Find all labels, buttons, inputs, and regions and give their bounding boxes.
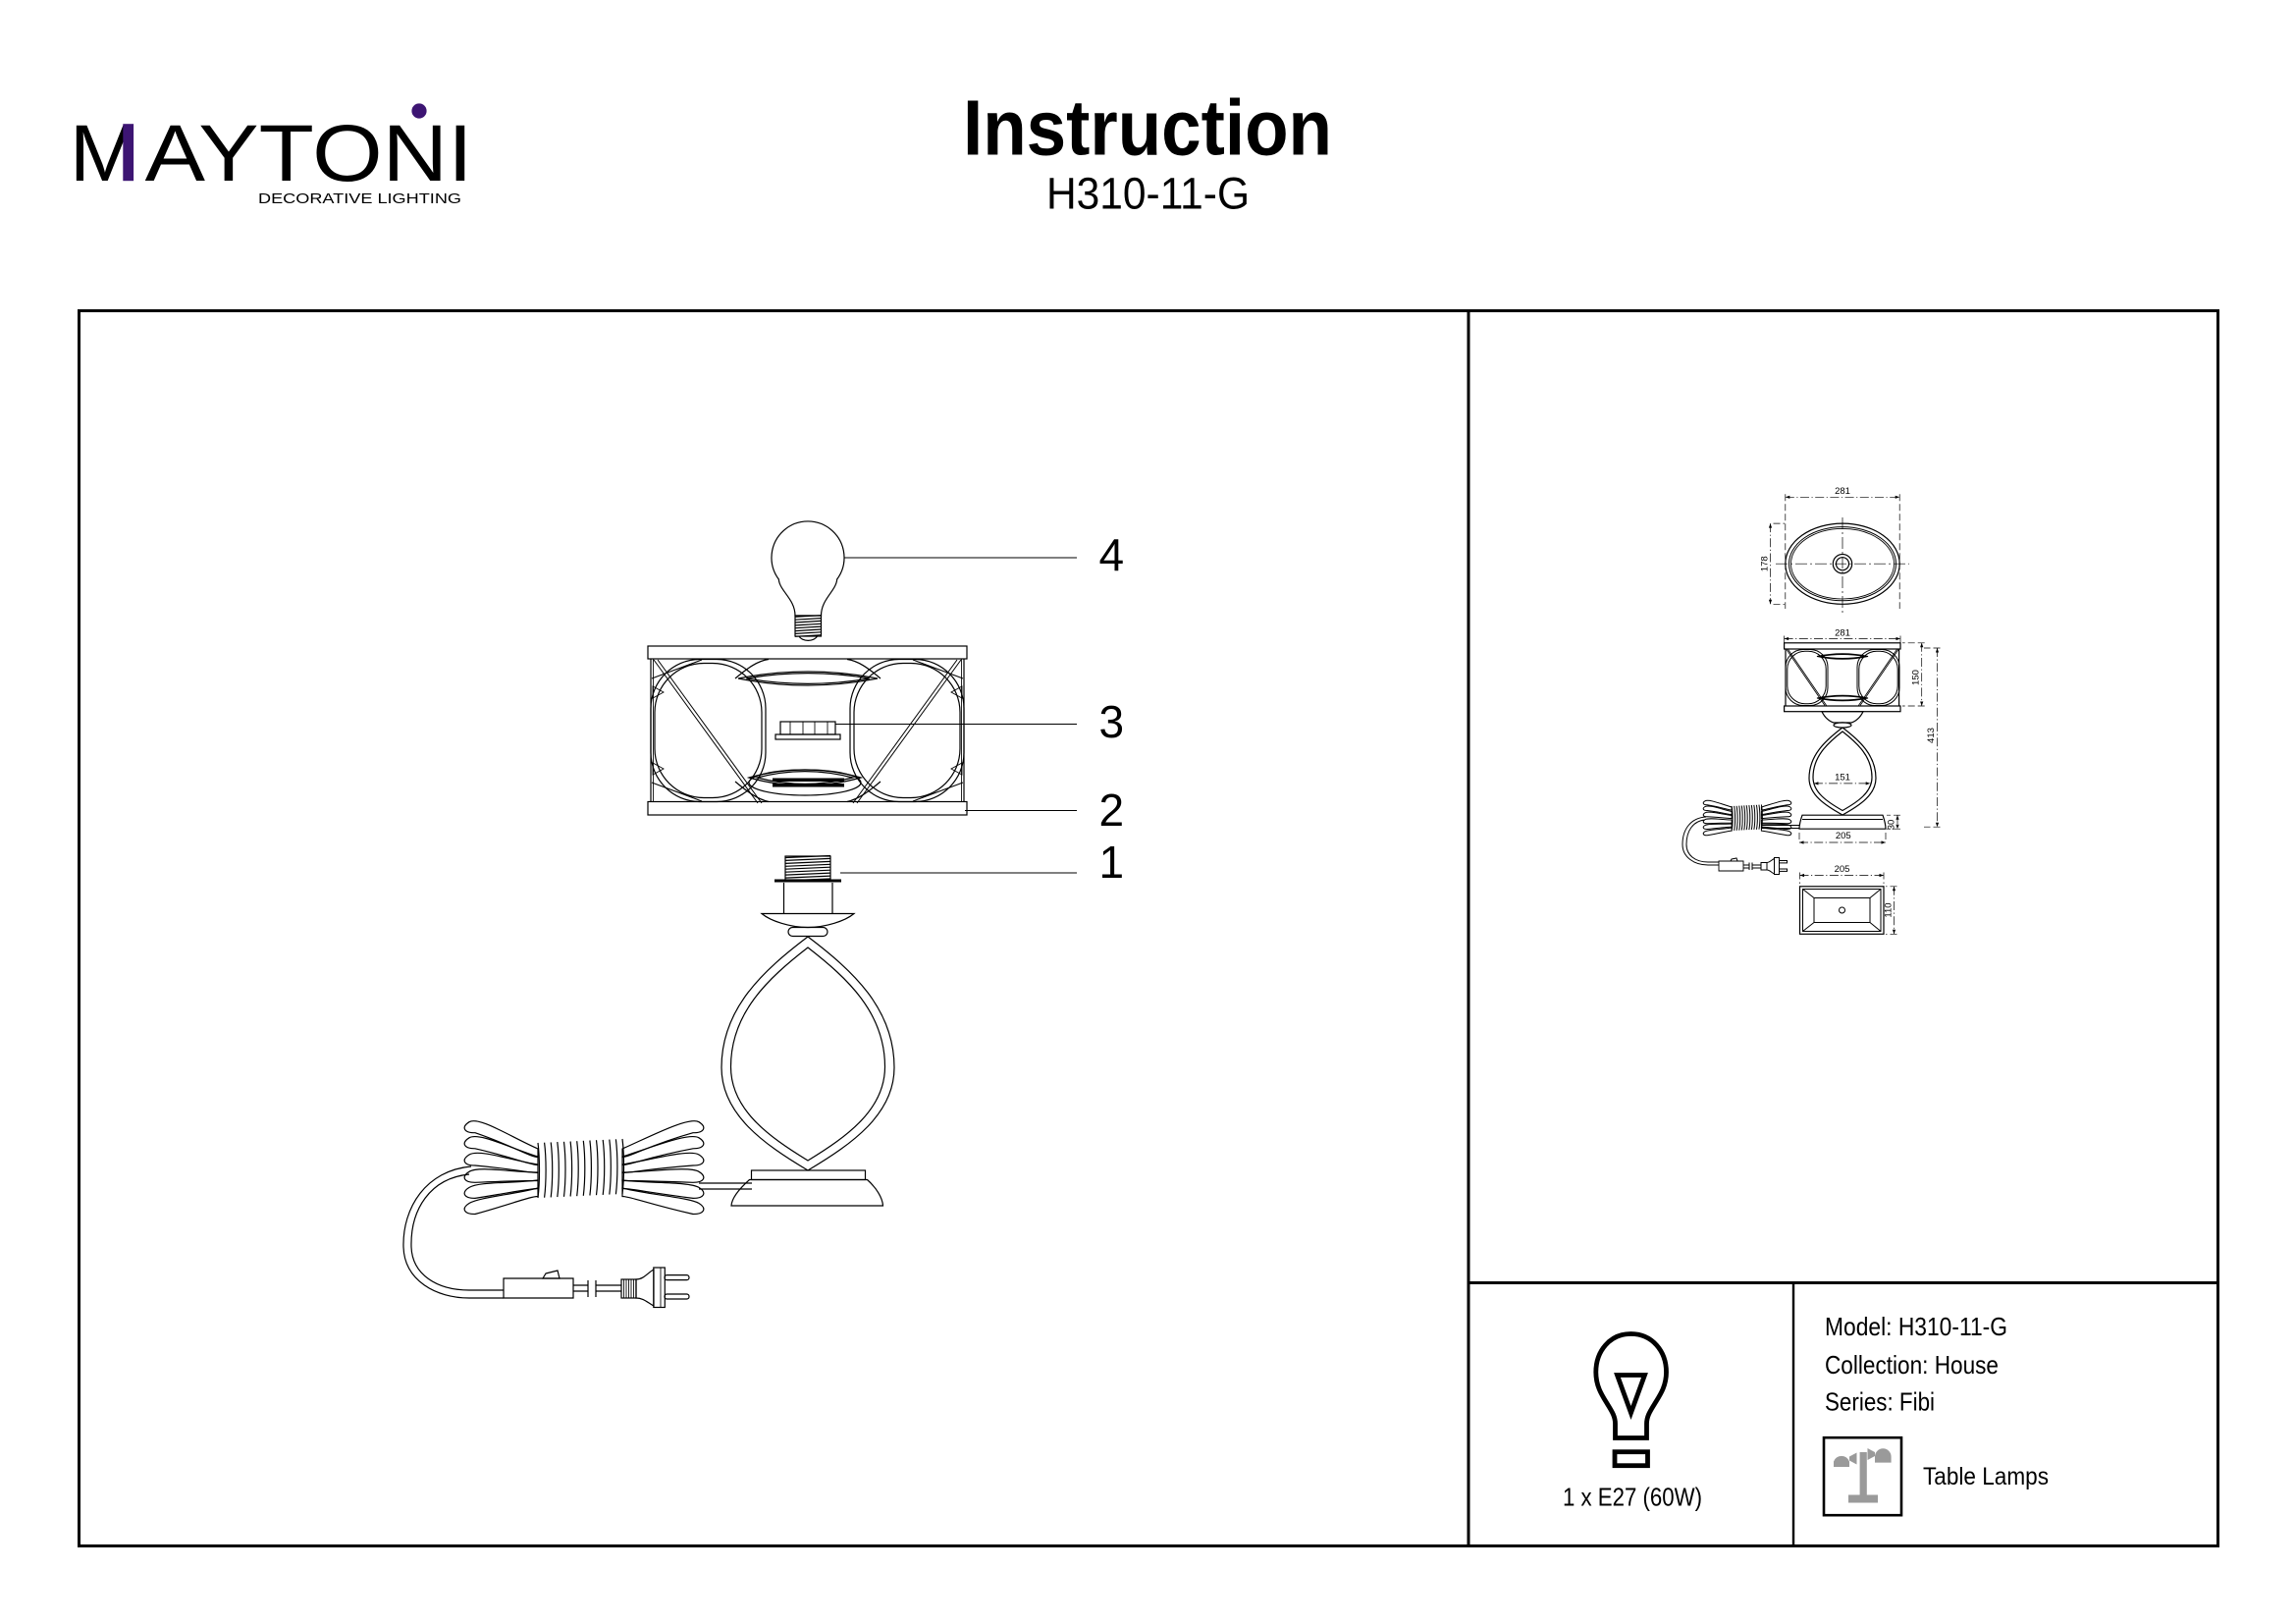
svg-text:110: 110 <box>1884 902 1895 917</box>
svg-text:3: 3 <box>1099 696 1125 747</box>
svg-text:4: 4 <box>1099 529 1125 580</box>
svg-text:Series: Fibi: Series: Fibi <box>1825 1387 1935 1417</box>
svg-text:Collection: House: Collection: House <box>1825 1350 1999 1380</box>
svg-text:205: 205 <box>1836 831 1851 841</box>
svg-text:2: 2 <box>1099 785 1125 836</box>
svg-text:281: 281 <box>1835 486 1850 497</box>
svg-text:1: 1 <box>1099 837 1125 888</box>
svg-text:Table Lamps: Table Lamps <box>1923 1463 2049 1490</box>
svg-text:Model: H310-11-G: Model: H310-11-G <box>1825 1312 2007 1341</box>
svg-text:178: 178 <box>1760 556 1771 571</box>
svg-text:1 x E27 (60W): 1 x E27 (60W) <box>1563 1482 1702 1511</box>
svg-text:281: 281 <box>1835 627 1850 638</box>
svg-text:413: 413 <box>1926 728 1937 743</box>
svg-text:H310-11-G: H310-11-G <box>1046 168 1250 218</box>
svg-text:151: 151 <box>1835 773 1850 784</box>
svg-text:30: 30 <box>1887 820 1897 831</box>
svg-text:205: 205 <box>1835 864 1850 875</box>
svg-text:150: 150 <box>1911 670 1922 685</box>
svg-text:AYTONI: AYTONI <box>145 109 473 198</box>
svg-text:DECORATIVE LIGHTING: DECORATIVE LIGHTING <box>258 190 461 207</box>
svg-text:Instruction: Instruction <box>963 84 1332 172</box>
